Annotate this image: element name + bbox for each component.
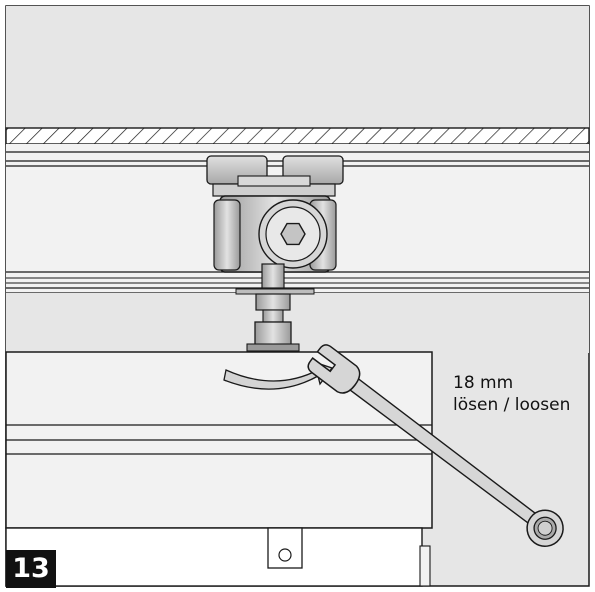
serrated-washer: [246, 343, 300, 352]
lower-door-leaf: [5, 527, 423, 587]
wrench-action-label: lösen / loosen: [453, 395, 571, 415]
guide-bracket: [267, 527, 303, 569]
ceiling-hatch: [5, 127, 590, 145]
lock-nut: [255, 293, 291, 311]
step-number-badge: 13: [6, 550, 56, 588]
ceiling: [6, 6, 589, 128]
adjustment-bolt-assembly: [235, 263, 315, 352]
bracket-hole: [278, 548, 292, 562]
threaded-bolt: [262, 309, 284, 323]
side-wheel-left: [213, 199, 241, 271]
adjustment-nut-18mm: [254, 321, 292, 347]
hanger-stem: [261, 263, 285, 289]
wrench-instruction: 18 mm lösen / loosen: [453, 372, 570, 416]
open-end-and-ring-wrench-icon: [307, 344, 564, 547]
wrench-size-label: 18 mm: [453, 373, 514, 393]
curved-rotation-arrow-icon: [223, 360, 334, 390]
hex-socket-icon: [280, 222, 306, 246]
roller-carriage: [206, 155, 344, 273]
